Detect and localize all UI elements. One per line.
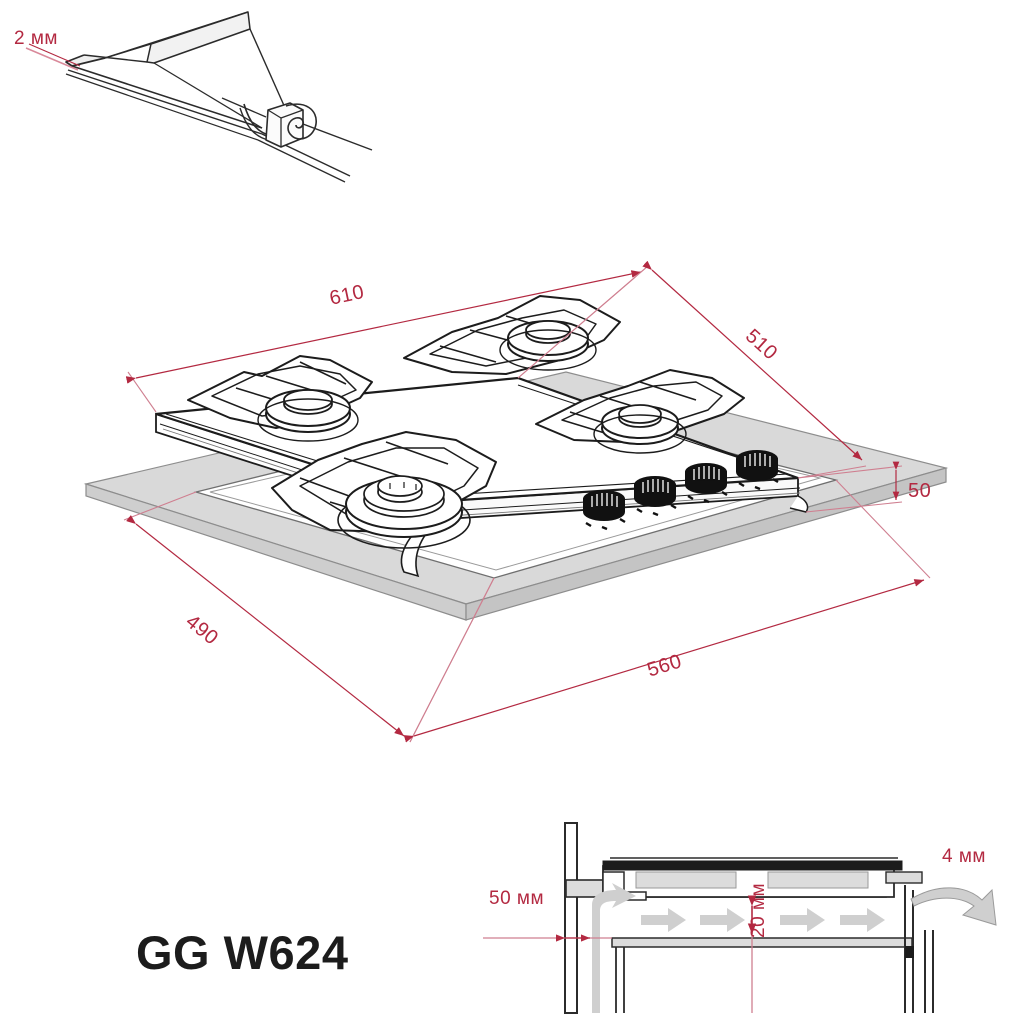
knob-2 — [634, 476, 677, 517]
label-2mm: 2 мм — [14, 28, 58, 49]
label-50mm-wall: 50 мм — [489, 888, 545, 909]
label-20mm-gap: 20 мм — [748, 882, 769, 938]
knob-3 — [685, 463, 728, 504]
burner-rear-left — [257, 389, 359, 442]
knob-1 — [583, 490, 626, 531]
label-4mm-front: 4 мм — [942, 846, 986, 867]
leader-2mm — [25, 43, 81, 71]
label-50-height: 50 — [908, 480, 932, 502]
model-name: GG W624 — [136, 926, 349, 979]
section-view-drawing — [483, 822, 997, 1014]
edge-clip-detail-drawing — [65, 11, 373, 183]
dimension-lines-main — [123, 260, 931, 743]
